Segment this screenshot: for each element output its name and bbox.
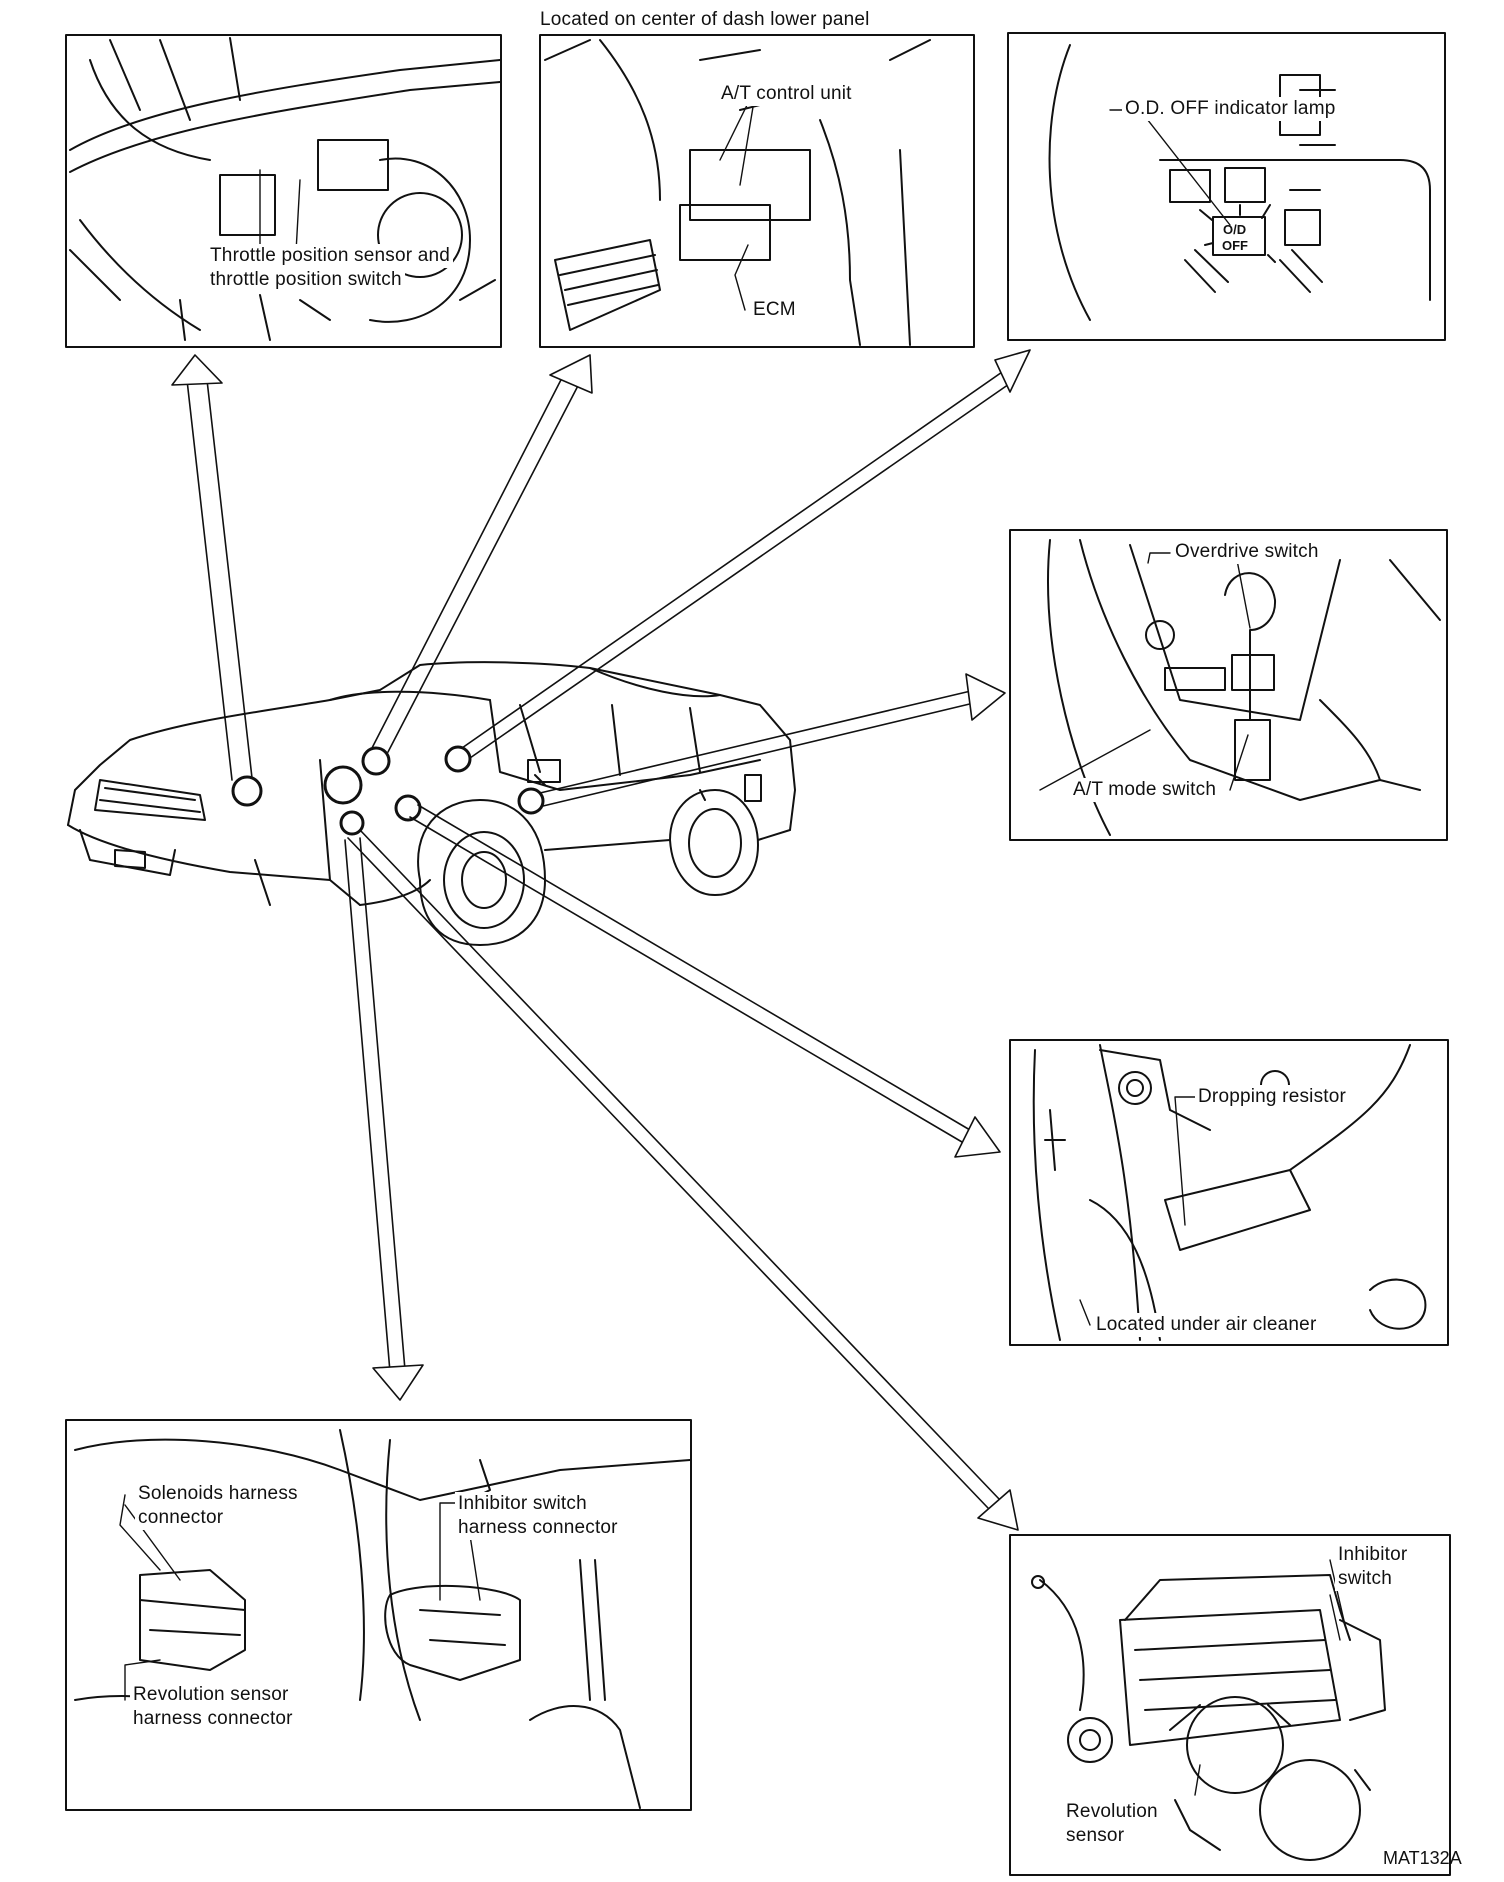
panel-harness-connectors xyxy=(65,1419,692,1811)
marker-dropping xyxy=(394,794,422,822)
label-revolution-sensor-line1: Revolution xyxy=(1063,1800,1161,1824)
panel-at-control-unit xyxy=(539,34,975,348)
marker-harness xyxy=(323,765,363,805)
od-off-lamp-face: O/D xyxy=(1223,222,1246,237)
location-markers xyxy=(231,745,545,836)
label-inhibitor-harness-line1: Inhibitor switch xyxy=(455,1492,590,1516)
note-dash-lower-panel: Located on center of dash lower panel xyxy=(540,9,870,30)
label-solenoids-harness-line1: Solenoids harness xyxy=(135,1482,301,1506)
label-ecm: ECM xyxy=(750,298,799,322)
label-solenoids-harness-line2: connector xyxy=(135,1506,227,1530)
marker-throttle xyxy=(231,775,263,807)
panel-throttle-sensor xyxy=(65,34,502,348)
note-under-air-cleaner: Located under air cleaner xyxy=(1093,1313,1320,1337)
label-revolution-harness-line2: harness connector xyxy=(130,1707,296,1731)
callout-arrows xyxy=(171,349,1031,1531)
label-dropping-resistor: Dropping resistor xyxy=(1195,1085,1350,1109)
label-at-control-unit: A/T control unit xyxy=(718,82,855,106)
figure-reference: MAT132A xyxy=(1383,1848,1462,1868)
panel-od-off-lamp xyxy=(1007,32,1446,341)
car-outline xyxy=(67,661,796,946)
label-inhibitor-harness-line2: harness connector xyxy=(455,1516,621,1540)
marker-od-lamp xyxy=(444,745,472,773)
label-od-off-indicator-lamp: O.D. OFF indicator lamp xyxy=(1122,97,1339,121)
label-overdrive-switch: Overdrive switch xyxy=(1172,540,1322,564)
label-inhibitor-switch-line2: switch xyxy=(1335,1567,1395,1591)
label-at-mode-switch: A/T mode switch xyxy=(1070,778,1220,802)
label-throttle-sensor-line1: Throttle position sensor and xyxy=(207,244,454,268)
marker-overdrive xyxy=(517,787,545,815)
marker-at-control xyxy=(361,746,391,776)
leader-lines xyxy=(119,94,1346,1796)
panel-inhibitor-switch xyxy=(1009,1534,1451,1876)
label-throttle-sensor-line2: throttle position switch xyxy=(207,268,405,292)
label-revolution-sensor-line2: sensor xyxy=(1063,1824,1128,1848)
panel-overdrive-switch xyxy=(1009,529,1448,841)
marker-inhibitor xyxy=(339,810,365,836)
label-revolution-harness-line1: Revolution sensor xyxy=(130,1683,292,1707)
od-off-lamp-face-off: OFF xyxy=(1222,238,1248,253)
label-inhibitor-switch-line1: Inhibitor xyxy=(1335,1543,1411,1567)
